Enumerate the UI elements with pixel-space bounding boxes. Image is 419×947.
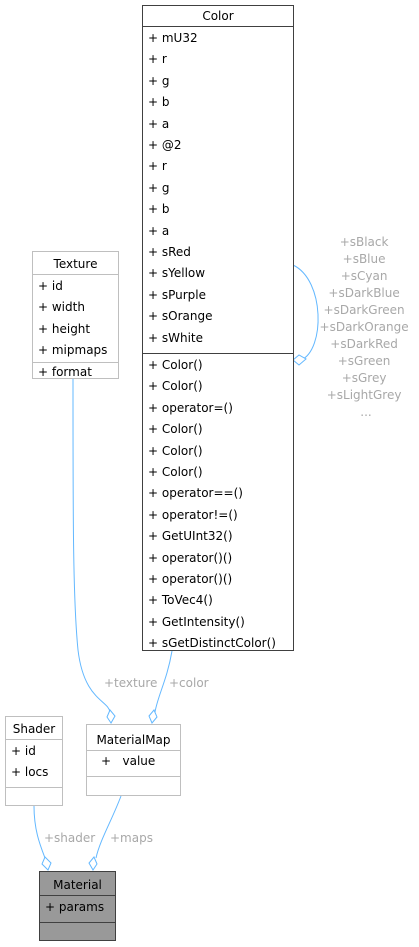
attribute: + a	[148, 223, 170, 238]
class-material[interactable]: Material + params	[39, 871, 116, 941]
method: + Color()	[148, 358, 203, 372]
class-title: Shader	[6, 717, 62, 740]
attribute: + mU32	[148, 31, 198, 45]
method: + Color()	[148, 422, 203, 437]
texture-to-materialmap-edge	[72, 378, 111, 713]
method: + ToVec4()	[148, 593, 213, 608]
method: + operator()()	[148, 550, 233, 565]
attribute: + b	[148, 202, 170, 217]
attribute: + sRed	[148, 245, 191, 260]
class-title: MaterialMap	[87, 725, 180, 751]
attribute: + r	[148, 159, 167, 174]
attribute: + id	[38, 279, 63, 293]
methods-section	[6, 788, 62, 809]
class-title: Material	[40, 872, 115, 896]
methods-section: + Color() + Color() + operator=() + Colo…	[143, 354, 293, 657]
color-edge-label: +color	[169, 676, 209, 690]
class-texture[interactable]: Texture + id + width + height + mipmaps …	[32, 251, 119, 379]
texture-diamond	[106, 709, 116, 724]
method: + sGetDistinctColor()	[148, 636, 276, 651]
attributes-section: + id + locs	[6, 740, 62, 788]
attribute: + params	[45, 900, 105, 914]
attribute: + @2	[148, 138, 182, 153]
methods-section	[87, 777, 180, 800]
attribute: + g	[148, 180, 170, 195]
class-color[interactable]: Color + mU32 + r + g + b + a + @2 + r + …	[142, 5, 294, 651]
attribute: + value	[101, 754, 156, 768]
attribute: + r	[148, 52, 167, 67]
materialmap-edge-label: +maps	[110, 831, 153, 845]
method: + Color()	[148, 443, 203, 458]
class-title: Texture	[33, 252, 118, 275]
shader-to-material-edge	[33, 805, 46, 859]
attribute: + b	[148, 95, 170, 110]
attribute: + id	[11, 744, 36, 758]
materialmap-diamond	[88, 856, 98, 871]
color-self-edge	[292, 264, 319, 361]
method: + Color()	[148, 379, 203, 394]
color-diamond	[148, 709, 158, 724]
methods-section	[40, 923, 115, 947]
attribute: + a	[148, 116, 170, 131]
texture-edge-label: +texture	[104, 676, 157, 690]
method: + GetIntensity()	[148, 614, 245, 629]
attributes-section: + mU32 + r + g + b + a + @2 + r + g + b …	[143, 27, 293, 354]
attribute: + format	[38, 364, 92, 379]
materialmap-to-material-edge	[95, 795, 122, 859]
attribute: + width	[38, 300, 85, 315]
attributes-section: + value	[87, 751, 180, 777]
method: + operator==()	[148, 486, 243, 501]
shader-diamond	[41, 856, 52, 871]
attributes-section: + id + width + height + mipmaps + format	[33, 275, 118, 379]
color-self-label: +sBlack +sBlue +sCyan +sDarkBlue +sDarkG…	[320, 235, 413, 419]
method: + Color()	[148, 465, 203, 480]
attribute: + sYellow	[148, 266, 206, 281]
attribute: + mipmaps	[38, 343, 108, 358]
attribute: + locs	[11, 765, 49, 780]
class-materialmap[interactable]: MaterialMap + value	[86, 724, 181, 796]
class-shader[interactable]: Shader + id + locs	[5, 716, 63, 806]
attribute: + sPurple	[148, 287, 207, 302]
color-to-materialmap-edge	[154, 650, 173, 713]
attributes-section: + params	[40, 896, 115, 923]
class-title: Color	[143, 6, 293, 27]
attribute: + height	[38, 321, 91, 336]
attribute: + sWhite	[148, 330, 204, 345]
method: + operator!=()	[148, 507, 238, 522]
method: + operator()()	[148, 572, 233, 587]
attribute: + g	[148, 73, 170, 88]
method: + GetUInt32()	[148, 529, 233, 544]
attribute: + sOrange	[148, 309, 213, 324]
shader-edge-label: +shader	[44, 831, 95, 845]
color-self-diamond	[292, 354, 307, 366]
method: + operator=()	[148, 400, 233, 415]
